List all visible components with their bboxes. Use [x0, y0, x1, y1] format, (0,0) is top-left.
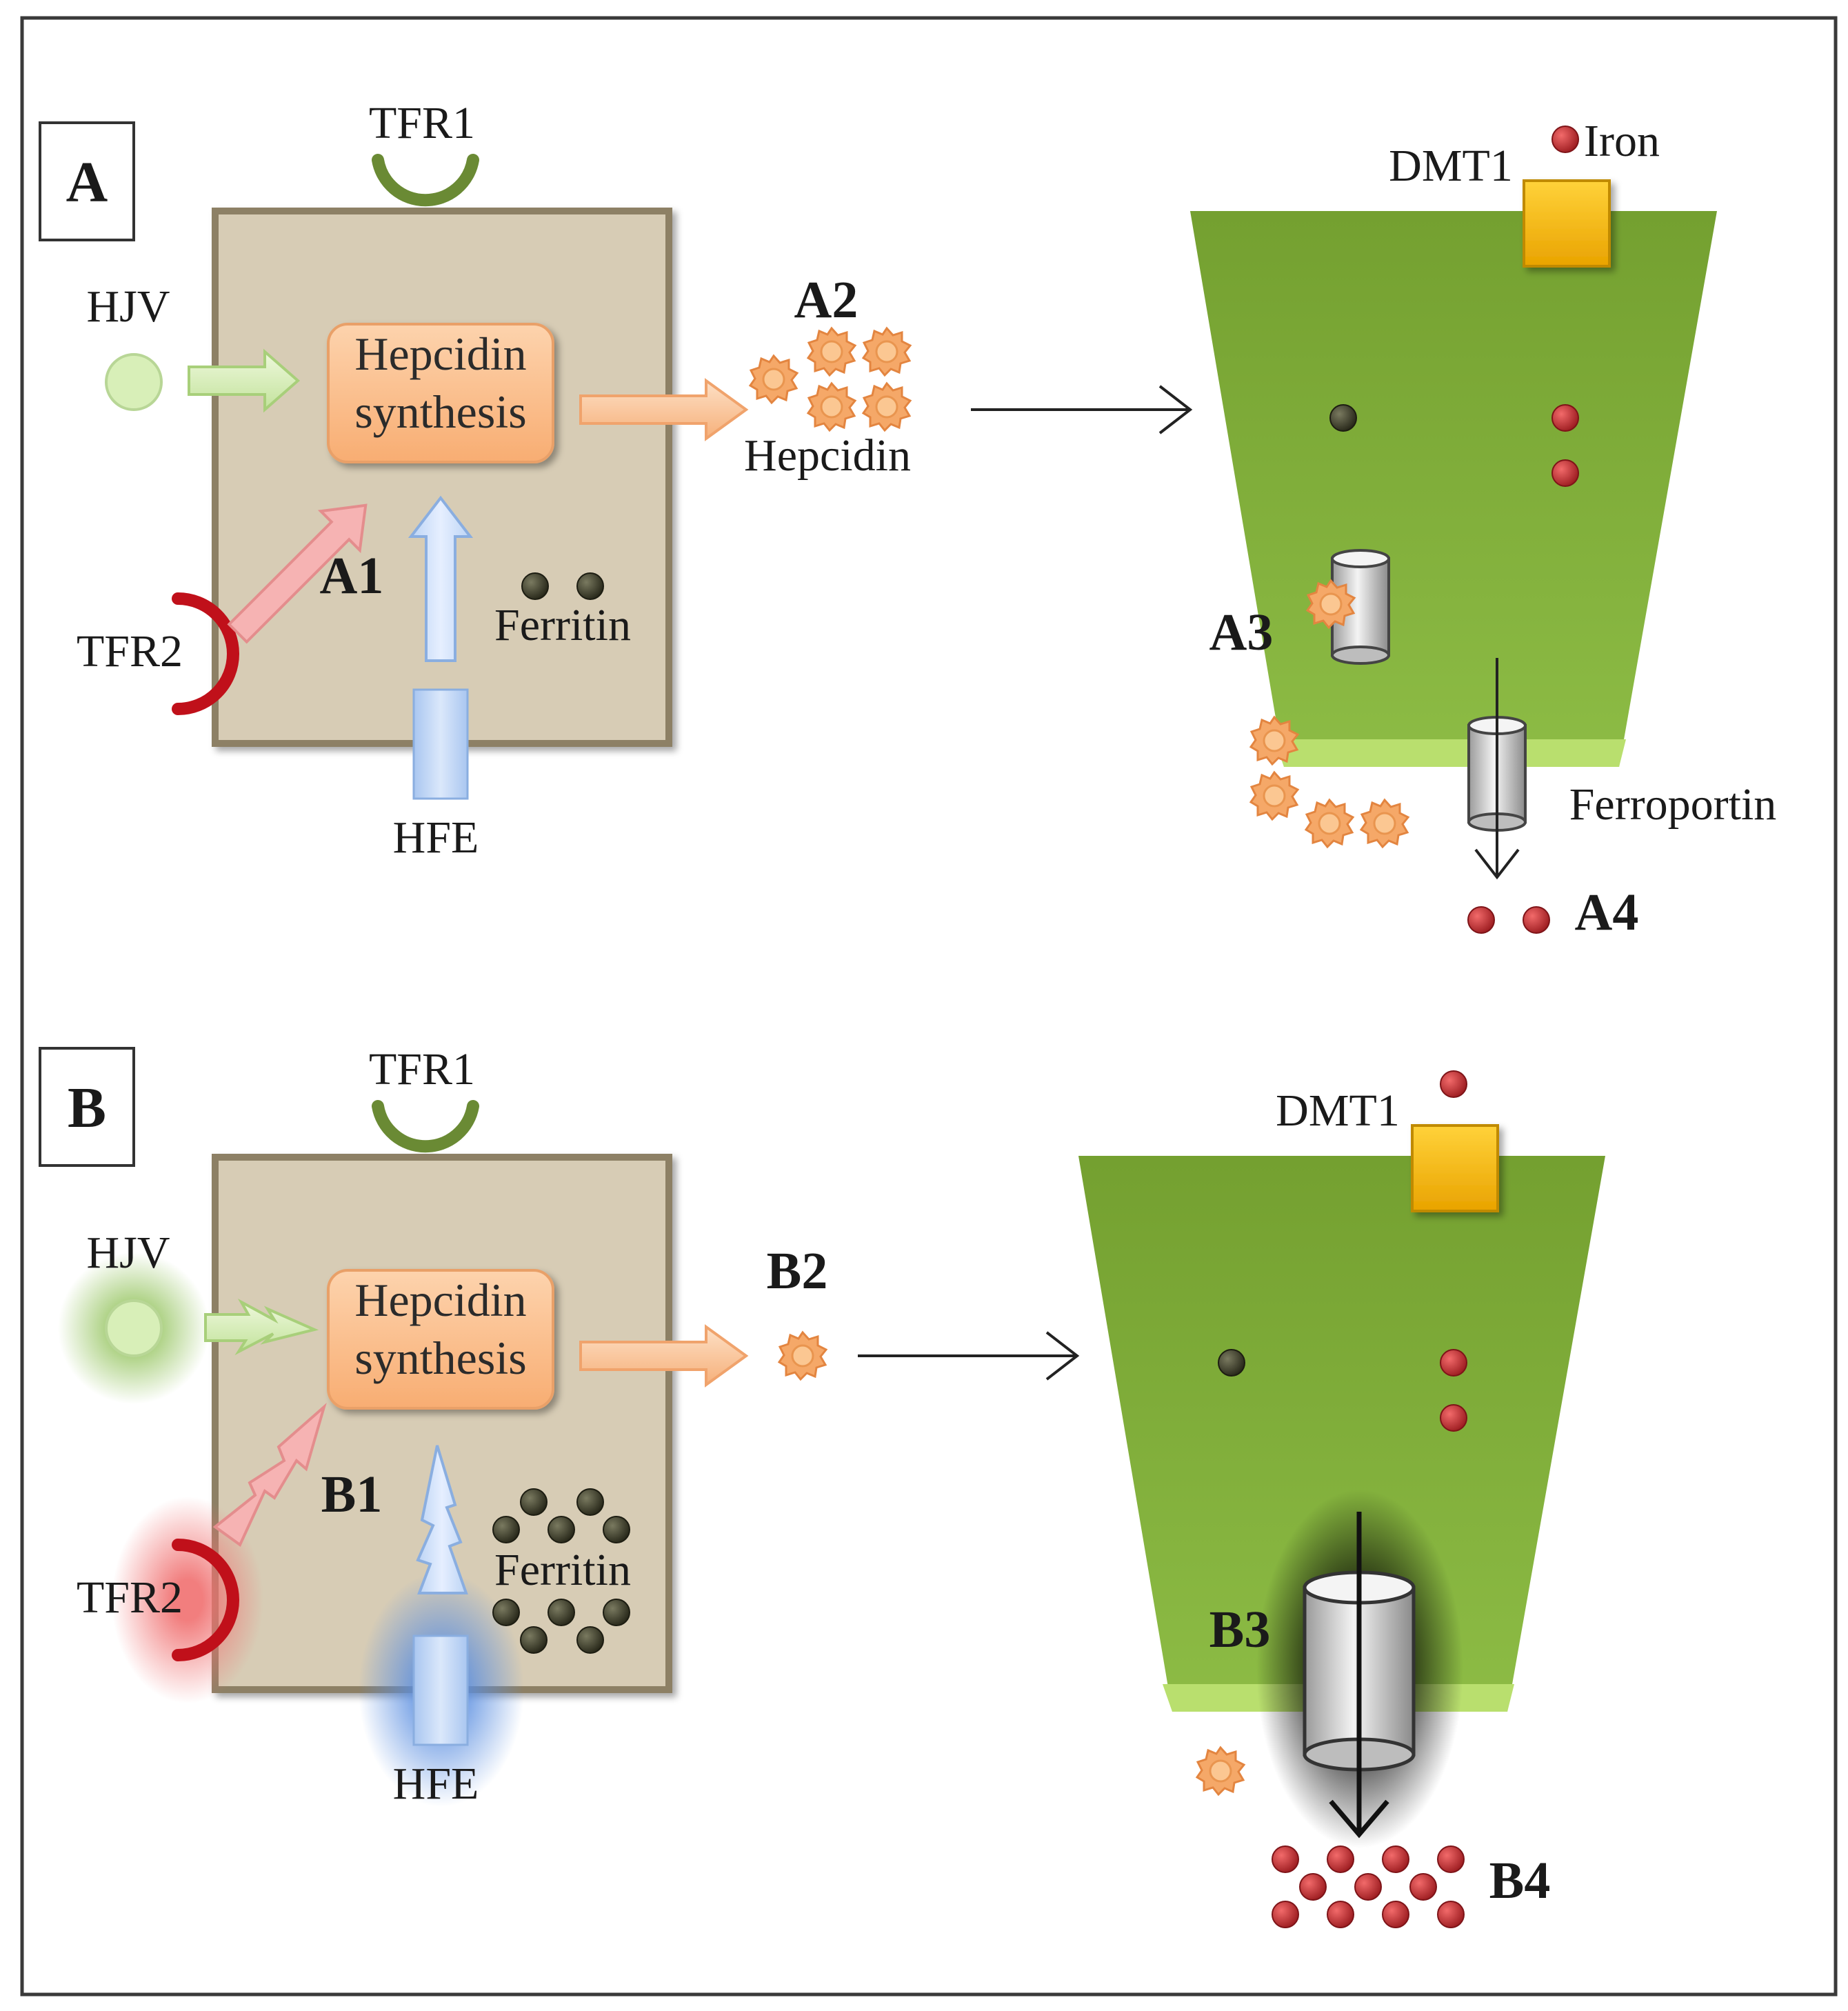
panel-a: A TFR1 HJV Hepcidin synthesis TFR2 A1 HF…: [39, 98, 1777, 941]
step-b4-label: B4: [1489, 1852, 1551, 1910]
ferritin-dot-icon: [576, 1488, 604, 1516]
panel-b: B TFR1 HJV Hepcidin synthesis TFR2 B1 HF…: [39, 1044, 1605, 1928]
dmt1-box-icon: [1523, 179, 1611, 268]
iron-dot-icon: [1382, 1901, 1409, 1928]
iron-dot-icon: [1440, 1404, 1467, 1432]
step-a4-label: A4: [1575, 883, 1639, 941]
hjv-label: HJV: [86, 281, 170, 332]
iron-dot-icon: [1437, 1901, 1465, 1928]
iron-dot-icon: [1327, 1845, 1354, 1873]
ferritin-dot-icon: [576, 1626, 604, 1654]
tfr2-receptor-icon: [172, 592, 239, 715]
hepcidin-synthesis-box: Hepcidin synthesis: [327, 1269, 554, 1410]
hjv-label: HJV: [86, 1228, 170, 1278]
tfr1-label: TFR1: [369, 98, 475, 148]
hfe-protein-icon: [412, 1634, 469, 1746]
ferritin-dot-icon: [576, 572, 604, 600]
tfr2-signal-arrow: [227, 503, 368, 644]
ferritin-dot-icon: [548, 1599, 575, 1626]
svg-text:A: A: [66, 150, 108, 214]
ferritin-dot-icon: [603, 1599, 630, 1626]
dmt1-label: DMT1: [1389, 141, 1513, 191]
svg-text:B: B: [68, 1076, 106, 1140]
dmt1-label: DMT1: [1276, 1085, 1400, 1136]
step-a1-label: A1: [320, 547, 384, 605]
step-a3-label: A3: [1209, 603, 1274, 661]
hepcidin-label: Hepcidin: [744, 430, 911, 481]
tfr1-receptor-icon: [372, 1100, 479, 1153]
hepcidin-synthesis-box: Hepcidin synthesis: [327, 323, 554, 463]
iron-dot-icon: [1551, 459, 1579, 487]
step-a2-label: A2: [794, 271, 858, 329]
iron-dot-icon: [1327, 1901, 1354, 1928]
hjv-signal-arrow: [188, 348, 301, 413]
hfe-signal-arrow: [408, 495, 474, 662]
enterocyte-cell: [1190, 211, 1717, 767]
hfe-protein-icon: [412, 688, 469, 800]
tfr2-weak-signal-arrow: [212, 1402, 327, 1548]
svg-text:Hepcidin: Hepcidin: [354, 328, 526, 380]
tfr2-label: TFR2: [77, 1572, 183, 1623]
step-b3-label: B3: [1209, 1601, 1271, 1659]
hepcidin-output-arrow: [579, 1324, 749, 1388]
ferritin-dot-icon: [520, 1488, 548, 1516]
iron-dot-icon: [1409, 1873, 1437, 1901]
iron-dot-icon: [1551, 126, 1579, 153]
hfe-label: HFE: [393, 812, 479, 863]
hjv-weak-signal-arrow: [204, 1298, 319, 1356]
ferritin-label: Ferritin: [494, 600, 631, 650]
ferritin-label: Ferritin: [494, 1545, 631, 1595]
ferritin-dot-icon: [521, 572, 549, 600]
dmt1-box-icon: [1411, 1124, 1499, 1212]
iron-dot-icon: [1272, 1845, 1299, 1873]
ferritin-dot-icon: [492, 1599, 520, 1626]
iron-dot-icon: [1467, 906, 1495, 934]
ferritin-dot-icon: [1218, 1349, 1245, 1377]
iron-dot-icon: [1299, 1873, 1327, 1901]
panel-a-label: A: [39, 121, 135, 241]
iron-dot-icon: [1523, 906, 1550, 934]
hfe-weak-signal-arrow: [416, 1445, 468, 1594]
iron-dot-icon: [1440, 1349, 1467, 1377]
ferritin-dot-icon: [492, 1516, 520, 1543]
step-b2-label: B2: [767, 1242, 828, 1300]
ferroportin-label: Ferroportin: [1569, 779, 1777, 830]
tfr2-receptor-icon: [172, 1539, 239, 1661]
iron-dot-icon: [1382, 1845, 1409, 1873]
ferritin-dot-icon: [1329, 404, 1357, 432]
iron-dot-icon: [1437, 1845, 1465, 1873]
ferritin-dot-icon: [548, 1516, 575, 1543]
ferritin-dot-icon: [603, 1516, 630, 1543]
svg-text:synthesis: synthesis: [354, 1332, 526, 1384]
hjv-icon: [105, 1299, 163, 1357]
iron-dot-icon: [1354, 1873, 1382, 1901]
svg-text:synthesis: synthesis: [354, 386, 526, 438]
tfr1-label: TFR1: [369, 1044, 475, 1094]
hfe-label: HFE: [393, 1759, 479, 1809]
tfr1-receptor-icon: [372, 154, 479, 207]
ferritin-dot-icon: [520, 1626, 548, 1654]
hepatocyte-cell: [212, 208, 672, 747]
iron-dot-icon: [1440, 1070, 1467, 1098]
hjv-icon: [105, 353, 163, 411]
tfr2-glow: [112, 1497, 263, 1703]
hepcidin-output-arrow: [579, 378, 749, 441]
svg-text:Hepcidin: Hepcidin: [354, 1274, 526, 1326]
tfr2-label: TFR2: [77, 626, 183, 677]
step-b1-label: B1: [321, 1465, 383, 1523]
iron-dot-icon: [1272, 1901, 1299, 1928]
panel-b-label: B: [39, 1047, 135, 1167]
iron-label: Iron: [1584, 116, 1660, 166]
iron-dot-icon: [1551, 404, 1579, 432]
